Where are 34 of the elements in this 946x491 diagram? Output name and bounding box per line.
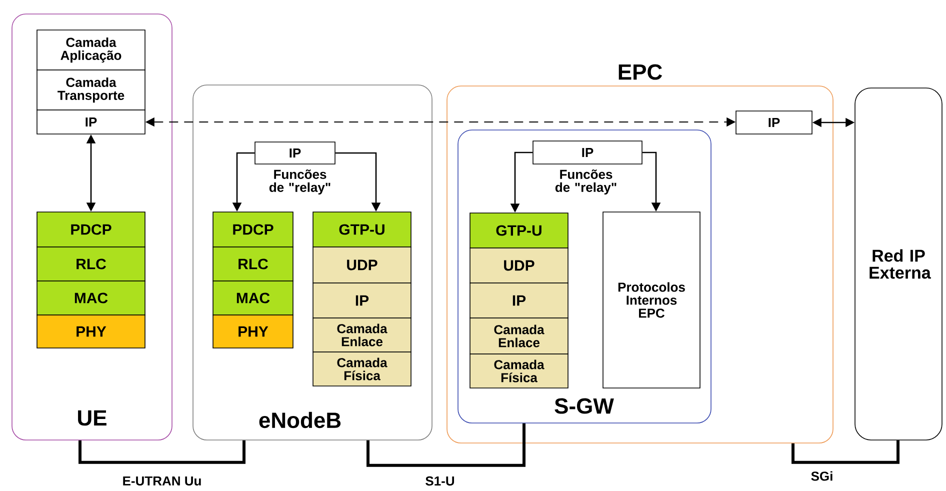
layer-box: GTP-U (470, 212, 568, 248)
edge-label: S1-U (424, 475, 456, 487)
layer-box: UDP (312, 246, 412, 284)
layer-box: IP (36, 110, 146, 134)
layer-box: Camada Enlace (312, 318, 412, 352)
layer-box: Camada Física (312, 352, 412, 386)
layer-box: UDP (470, 248, 568, 284)
edge-label: SGi (810, 470, 834, 482)
layer-box: IP (532, 140, 642, 164)
layer-box: GTP-U (312, 212, 412, 248)
edge-label: E-UTRAN Uu (121, 475, 203, 487)
layer-box: PHY (212, 314, 294, 348)
layer-box: Camada Transporte (36, 70, 146, 110)
layer-box: PHY (36, 314, 146, 348)
layer-box: IP (254, 142, 336, 164)
layer-box: Camada Enlace (470, 318, 568, 354)
layer-box: Camada Física (470, 354, 568, 388)
connector (792, 440, 900, 464)
connector (78, 440, 246, 464)
connector (366, 423, 526, 467)
layer-box: RLC (36, 246, 146, 282)
node-label: Funcões de "relay" (555, 169, 616, 195)
layer-box: IP (470, 282, 568, 318)
layer-box: PDCP (212, 212, 294, 248)
layer-box: MAC (36, 280, 146, 316)
layer-box: Camada Aplicação (36, 30, 146, 70)
layer-box: IP (312, 282, 412, 318)
node-label: Funcões de "relay" (269, 169, 330, 195)
layer-box: PDCP (36, 212, 146, 248)
layer-box: RLC (212, 246, 294, 282)
layer-box: MAC (212, 280, 294, 316)
network-box: Red IP Externa (854, 88, 942, 440)
layer-box: IP (736, 110, 812, 134)
layer-box: Protocolos Internos EPC (602, 212, 700, 388)
